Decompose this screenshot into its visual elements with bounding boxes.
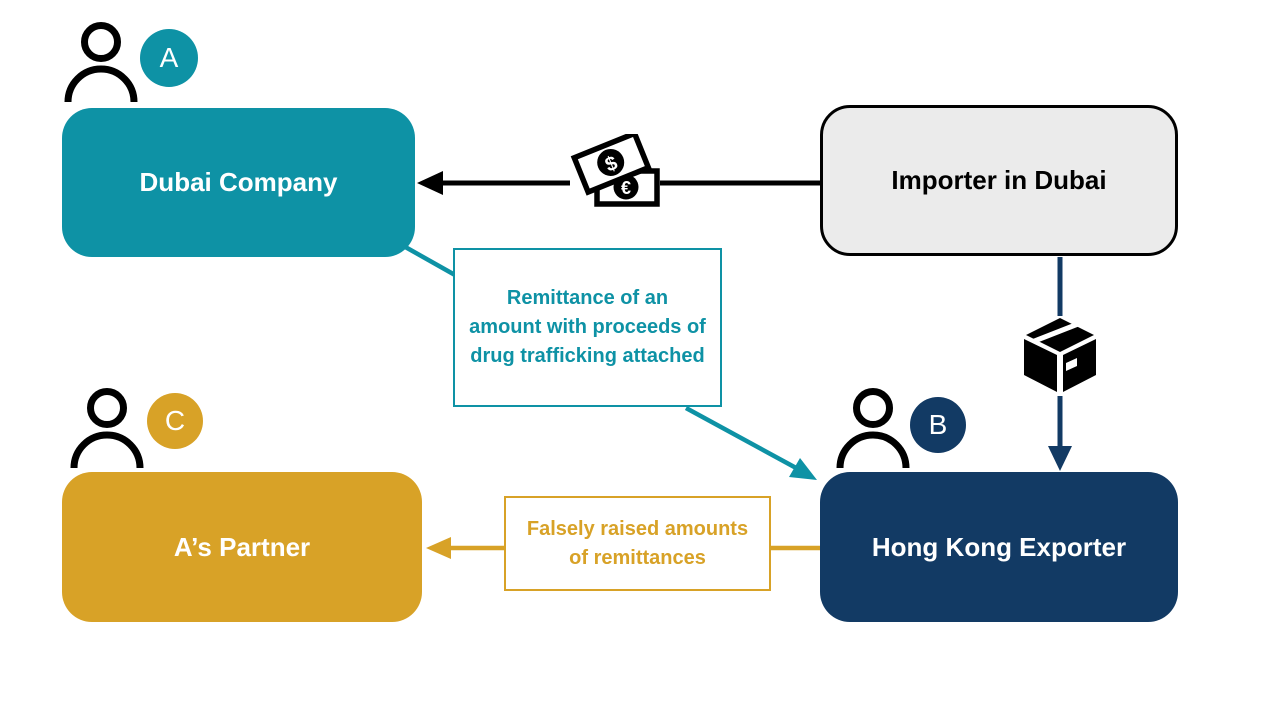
node-importer-in-dubai: Importer in Dubai: [820, 105, 1178, 256]
node-importer-in-dubai-label: Importer in Dubai: [891, 165, 1107, 195]
money-banknotes-icon: € $: [570, 134, 660, 214]
node-as-partner-label: A’s Partner: [173, 531, 311, 562]
person-c-icon: [70, 388, 144, 468]
node-hong-kong-exporter: Hong Kong Exporter: [820, 472, 1178, 622]
remittance-note-text: Remittance of an amount with proceeds of…: [469, 287, 706, 367]
badge-b-letter: B: [928, 409, 948, 440]
badge-b: B: [910, 397, 966, 453]
badge-a: A: [140, 29, 198, 87]
dollar-banknote: $: [570, 134, 652, 196]
badge-a-letter: A: [159, 42, 179, 73]
badge-c-letter: C: [164, 405, 186, 436]
node-hong-kong-exporter-label: Hong Kong Exporter: [871, 531, 1127, 562]
badge-c: C: [147, 393, 203, 449]
node-dubai-company-label: Dubai Company: [139, 167, 338, 197]
connector-dubai-to-note: [398, 242, 457, 277]
euro-symbol: €: [621, 178, 631, 198]
remittance-note: Remittance of an amount with proceeds of…: [453, 248, 722, 407]
falsely-raised-note: Falsely raised amounts of remittances: [504, 496, 771, 591]
person-a-icon: [64, 22, 138, 102]
package-box-icon: [1022, 316, 1098, 396]
falsely-raised-note-text: Falsely raised amounts of remittances: [526, 517, 749, 569]
person-b-icon: [836, 388, 910, 468]
arrow-note-to-hk-exporter: [684, 406, 817, 480]
node-dubai-company: Dubai Company: [62, 108, 415, 257]
node-as-partner: A’s Partner: [62, 472, 422, 622]
